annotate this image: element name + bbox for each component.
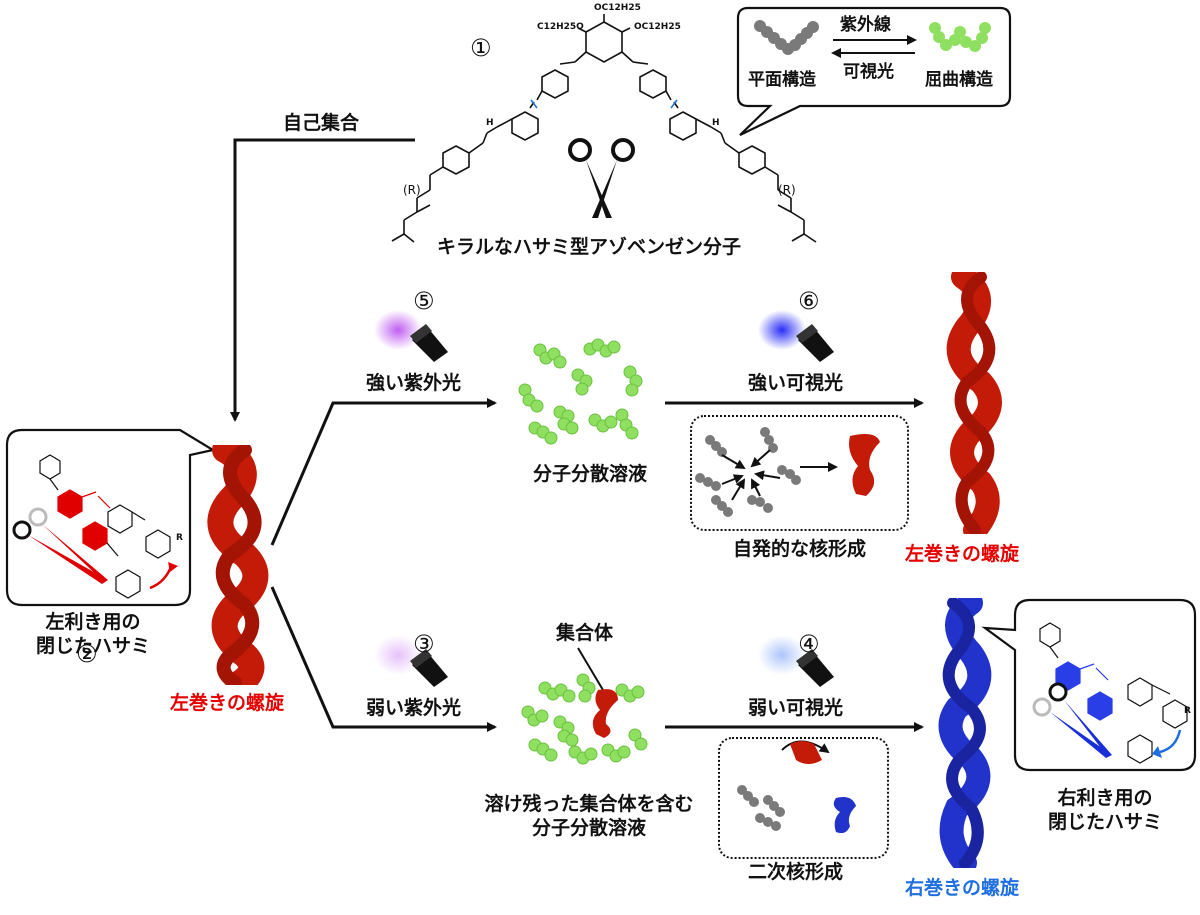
right-helix-label: 右巻きの螺旋 [905,877,1020,899]
chem-nh-right: H [712,118,720,128]
spontaneous-nucleation-label: 自発的な核形成 [733,538,867,560]
flashlight-strong-vis-icon [758,310,834,362]
secondary-nucleation-box [718,737,889,859]
left-helix-main [207,445,269,685]
step-4-number: ④ [798,630,820,658]
left-helix-product [946,272,1002,534]
right-callout [981,598,1197,772]
chem-oc12-top: OC12H25 [594,3,641,13]
legend-uv-label: 紫外線 [840,15,891,35]
left-helix-label-product: 左巻きの螺旋 [905,543,1020,565]
scissors-icon [568,138,635,218]
left-scissors-line2: 閉じたハサミ [35,635,150,657]
step-6-number: ⑥ [798,287,820,315]
weak-uv-label: 弱い紫外光 [366,697,462,719]
self-assembly-label: 自己集合 [283,112,360,134]
left-scissors-line1: 左利き用の [45,611,141,633]
upper-branch-arrow [270,398,497,546]
pathway-lines [230,138,924,732]
azobenzene-molecule [391,14,817,243]
dispersion-label: 分子分散溶液 [533,463,648,485]
bent-molecule-icon [929,22,991,52]
spontaneous-nucleation-inset [695,427,880,517]
step-5-number: ⑤ [413,287,435,315]
legend-bent-label: 屈曲構造 [925,70,993,90]
step-2-number: ② [76,640,98,668]
strong-vis-label: 強い可視光 [748,372,844,394]
legend-bubble [736,6,1012,136]
chem-r-right: (R) [778,183,796,197]
strong-uv-label: 強い紫外光 [366,372,462,394]
molecule-name-label: キラルなハサミ型アゾベンゼン分子 [437,236,742,258]
right-handed-scissors-icon [1032,682,1112,758]
step-1-number: ① [470,34,492,62]
secondary-nucleation-label: 二次核形成 [748,861,844,883]
aggregate-helix [577,647,618,738]
green-molecules-lower [521,673,648,765]
legend-planar-label: 平面構造 [748,70,816,90]
right-scissors-line1: 右利き用の [1057,787,1153,809]
self-assembly-arrow [230,138,415,422]
aggregate-label: 集合体 [556,622,614,644]
dispersion-aggregates-line2: 分子分散溶液 [531,817,646,839]
central-ring [585,21,623,63]
right-helix-product [938,598,992,868]
chem-oc12-right: OC12H25 [634,22,681,32]
chem-c12-left: C12H25O [537,22,584,32]
right-scissors-line2: 閉じたハサミ [1047,811,1162,833]
planar-molecule-icon [754,20,819,55]
weak-vis-label: 弱い可視光 [748,697,844,719]
flashlight-strong-uv-icon [374,310,448,362]
spontaneous-nucleation-box [690,415,909,531]
chem-nh-left: H [486,118,494,128]
step-3-number: ③ [413,630,435,658]
left-helix-label-main: 左巻きの螺旋 [170,692,285,714]
chem-r-left: (R) [403,183,421,197]
secondary-nucleation-inset [737,740,856,834]
chem-r-callout-right: R [1184,706,1191,716]
green-molecules-upper [518,338,643,445]
legend-visible-label: 可視光 [843,62,894,82]
dispersion-aggregates-line1: 溶け残った集合体を含む [484,793,694,815]
left-handed-scissors-icon [12,507,108,584]
lower-branch-arrow [270,586,497,732]
chem-r-callout-left: R [176,533,183,543]
flashlight-weak-vis-icon [758,635,834,687]
flashlight-weak-uv-icon [374,635,448,687]
left-callout [5,428,216,607]
